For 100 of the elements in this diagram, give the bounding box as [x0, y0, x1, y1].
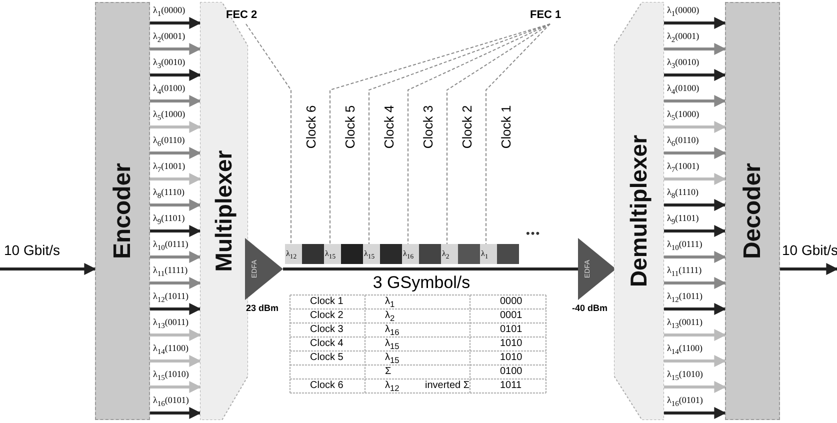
table-cell-text: Σ [385, 366, 392, 378]
symbol-label: λ$_{15}$ [325, 249, 336, 261]
arrow [664, 121, 726, 133]
arrow [150, 225, 202, 237]
table-cell-text: 1010 [500, 338, 522, 350]
symbol-block [324, 244, 363, 264]
clock-label: Clock 6 [304, 105, 318, 149]
edge-label: λ$_{2}$(0001) [667, 32, 700, 44]
edge-label: λ$_{13}$(0011) [667, 318, 703, 330]
table-cell-text: 0000 [500, 296, 522, 308]
arrow [664, 329, 726, 341]
edge-label: λ$_{8}$(1110) [667, 188, 698, 200]
arrow [664, 355, 726, 367]
arrow [664, 381, 726, 393]
table-cell-text: Clock 2 [310, 310, 344, 322]
table-cell-text: λ$_{15}$ [385, 338, 400, 352]
edge-label: λ$_{13}$(0011) [153, 318, 189, 330]
table-cell-text: Clock 4 [310, 338, 344, 350]
arrow [664, 69, 726, 81]
arrow [780, 263, 837, 275]
edge-label: λ$_{3}$(0010) [153, 58, 186, 70]
clock-label: Clock 4 [382, 105, 396, 149]
arrow [150, 17, 202, 29]
leader-line [330, 24, 550, 244]
block-label: Decoder [738, 162, 766, 260]
edge-label: λ$_{4}$(0100) [153, 84, 186, 96]
edge-label: λ$_{1}$(0000) [153, 6, 186, 18]
processing-block [725, 2, 780, 420]
table-cell-text: Clock 6 [310, 380, 344, 392]
leader-line [246, 24, 292, 244]
arrow [664, 17, 726, 29]
processing-block [95, 2, 150, 420]
symbol-label: λ$_{1}$ [481, 249, 488, 261]
edge-label: λ$_{5}$(1000) [153, 110, 186, 122]
arrow [0, 263, 96, 275]
arrow [150, 407, 202, 419]
edge-label: λ$_{7}$(1001) [667, 162, 700, 174]
arrow [150, 381, 202, 393]
clock-label: Clock 1 [498, 105, 514, 149]
edge-label: λ$_{9}$(1101) [667, 214, 699, 226]
edge-label: λ$_{11}$(1111) [667, 266, 702, 278]
arrow [150, 173, 202, 185]
symbol-block [363, 244, 402, 264]
arrow [664, 173, 726, 185]
symbol-block [285, 244, 324, 264]
edge-label: λ$_{4}$(0100) [667, 84, 700, 96]
edge-label: λ$_{15}$(1010) [667, 370, 703, 382]
symbol-label: λ$_{2}$ [442, 249, 450, 261]
edge-label: λ$_{12}$(1011) [667, 292, 703, 304]
table-cell-text: inverted Σ [425, 380, 470, 392]
edge-label: λ$_{15}$(1010) [153, 370, 189, 382]
table-cell-text: 1011 [500, 380, 522, 392]
clock-label: Clock 5 [342, 105, 358, 149]
fec-label: FEC 2 [226, 9, 258, 21]
arrow [150, 95, 202, 107]
arrow [150, 147, 202, 159]
table-cell-text: λ$_{15}$ [385, 352, 400, 366]
table-cell-text: Clock 3 [310, 324, 344, 336]
arrow [150, 199, 202, 211]
table-cell-text: λ$_{12}$ [385, 380, 400, 394]
table-cell-text: 0001 [500, 310, 522, 322]
edge-label: λ$_{7}$(1001) [153, 162, 186, 174]
arrow [664, 251, 726, 263]
arrow [664, 225, 726, 237]
edge-label: λ$_{2}$(0001) [153, 32, 186, 44]
edge-label: λ$_{14}$(1100) [153, 344, 189, 356]
table-cell-text: 1010 [500, 352, 522, 364]
arrow [150, 251, 202, 263]
edge-label: λ$_{9}$(1101) [153, 214, 185, 226]
arrow [150, 355, 202, 367]
fec-label: FEC 1 [530, 9, 562, 21]
edge-label: λ$_{6}$(0110) [153, 136, 185, 148]
ellipsis-mark: ••• [526, 228, 541, 240]
table-cell-text: λ$_{16}$ [385, 324, 400, 338]
symbol-label: λ$_{15}$ [364, 249, 375, 261]
edge-label: λ$_{3}$(0010) [667, 58, 700, 70]
table-cell-text: Clock 5 [310, 352, 344, 364]
table-cell-text: λ$_{2}$ [385, 310, 395, 324]
edge-label: λ$_{5}$(1000) [667, 110, 700, 122]
edge-label: λ$_{16}$(0101) [667, 396, 703, 408]
arrow [664, 95, 726, 107]
edge-label: λ$_{8}$(1110) [153, 188, 184, 200]
power-label: 23 dBm [246, 303, 279, 313]
edge-label: λ$_{10}$(0111) [153, 240, 188, 252]
arrow [664, 277, 726, 289]
table-cell-text: λ$_{1}$ [385, 296, 395, 310]
clock-label: Clock 3 [420, 105, 436, 149]
table-cell-text: 0101 [500, 324, 522, 336]
edge-label: 10 Gbit/s [4, 243, 60, 258]
edge-label: 3 GSymbol/s [372, 274, 470, 293]
leader-line [408, 24, 550, 244]
edge-label: λ$_{6}$(0110) [667, 136, 699, 148]
arrow [664, 43, 726, 55]
arrow [664, 407, 726, 419]
block-label: Multiplexer [210, 150, 238, 272]
edge-label: λ$_{11}$(1111) [153, 266, 188, 278]
table-cell-text: 0100 [500, 366, 522, 378]
edge-label: λ$_{1}$(0000) [667, 6, 700, 18]
symbol-label: λ$_{12}$ [286, 249, 297, 261]
leader-line [486, 24, 550, 244]
